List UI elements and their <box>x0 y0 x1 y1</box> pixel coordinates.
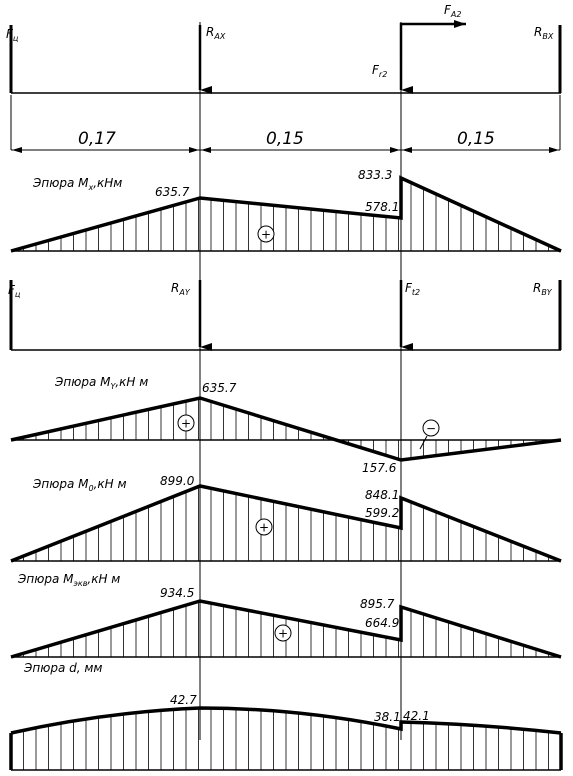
label-ft2: Ft2 <box>405 281 420 297</box>
dim-3: 0,15 <box>457 129 495 149</box>
my-sign-negative: − <box>419 419 440 450</box>
dim-1: 0,17 <box>78 129 116 149</box>
my-sign-positive: + <box>177 414 195 432</box>
label-rax: RAX <box>206 25 226 41</box>
dim-2: 0,15 <box>266 129 304 149</box>
d-hatching <box>23 708 549 770</box>
m0-sign: + <box>255 518 273 536</box>
loading-scheme-yz: Fц RAY Ft2 RBY <box>8 280 562 351</box>
diagram-m0: Эпюра M0,кН м 899.0 848.1 599.2 + <box>10 474 562 563</box>
meq-sign: + <box>274 624 292 642</box>
loading-scheme-xz: Fц RAX Fr2 FA2 RBX <box>6 3 562 94</box>
dimension-line: 0,17 0,15 0,15 <box>11 129 560 153</box>
mx-value-2: 833.3 <box>358 168 392 182</box>
mx-value-3: 578.1 <box>365 200 399 214</box>
meq-hatching <box>23 601 549 657</box>
meq-value-1: 934.5 <box>160 586 194 600</box>
m0-value-3: 599.2 <box>365 506 399 520</box>
diagram-meq: Эпюра Mэкв,кН м 934.5 895.7 664.9 + <box>10 572 562 659</box>
m0-value-1: 899.0 <box>160 474 195 488</box>
my-value-1: 635.7 <box>202 381 237 395</box>
m0-title: Эпюра M0,кН м <box>32 477 127 493</box>
meq-title: Эпюра Mэкв,кН м <box>17 572 120 588</box>
meq-curve <box>10 599 562 659</box>
d-value-3: 42.1 <box>403 709 430 723</box>
label-fc-2: Fц <box>8 283 21 299</box>
diagram-mx: Эпюра Mx,кНм 635.7 833.3 578.1 + <box>10 168 562 253</box>
m0-value-2: 848.1 <box>365 488 399 502</box>
svg-text:+: + <box>261 228 271 242</box>
my-curve <box>10 396 562 462</box>
diagram-d: Эпюра d, мм 42.7 38.1 42.1 <box>9 661 563 771</box>
mx-curve <box>10 175 562 253</box>
svg-text:+: + <box>181 417 191 431</box>
svg-text:+: + <box>278 627 288 641</box>
label-fr2: Fr2 <box>372 63 387 79</box>
mx-title: Эпюра Mx,кНм <box>32 176 122 192</box>
label-rbx: RBX <box>534 25 554 41</box>
label-fc: Fц <box>6 27 19 43</box>
mx-sign: + <box>257 225 275 243</box>
label-fa2: FA2 <box>444 3 461 19</box>
d-title: Эпюра d, мм <box>23 661 102 675</box>
label-rby: RBY <box>533 281 553 297</box>
label-ray: RAY <box>171 281 191 297</box>
my-hatching <box>23 398 549 460</box>
m0-curve <box>10 484 562 563</box>
diagram-my: Эпюра MY,кН м 635.7 157.6 + − <box>10 375 562 475</box>
meq-value-2: 895.7 <box>360 597 395 611</box>
meq-value-3: 664.9 <box>365 616 399 630</box>
mx-value-1: 635.7 <box>155 185 190 199</box>
force-fa2-arrow <box>399 20 466 60</box>
d-value-1: 42.7 <box>170 693 197 707</box>
d-value-2: 38.1 <box>374 710 401 724</box>
svg-text:+: + <box>259 521 269 535</box>
my-value-2: 157.6 <box>362 461 397 475</box>
d-curve <box>10 706 562 735</box>
mx-hatching <box>23 182 549 251</box>
my-title: Эпюра MY,кН м <box>54 375 148 391</box>
svg-text:−: − <box>426 422 436 436</box>
